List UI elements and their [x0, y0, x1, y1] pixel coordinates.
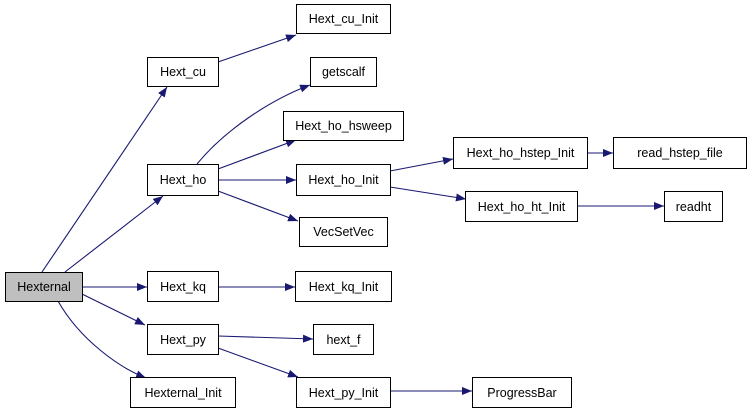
node-label: Hext_cu — [160, 65, 206, 79]
node-hext-cu[interactable]: Hext_cu — [147, 57, 219, 87]
edge-hext-cu-to-hext-cu-init — [217, 34, 297, 63]
node-label: read_hstep_file — [637, 146, 723, 160]
edge-hext-py-to-hext-f — [217, 334, 314, 343]
node-label: ProgressBar — [487, 386, 556, 400]
node-label: Hext_ho_hstep_Init — [467, 146, 575, 160]
node-label: Hext_ho — [160, 173, 207, 187]
node-hext-kq-init[interactable]: Hext_kq_Init — [295, 271, 392, 302]
node-label: Hext_ho_Init — [308, 173, 379, 187]
node-label: Hexternal_Init — [144, 386, 222, 400]
node-hext-ho-ht-init[interactable]: Hext_ho_ht_Init — [465, 191, 578, 222]
node-hexternal-init[interactable]: Hexternal_Init — [130, 377, 236, 408]
edge-hext-ho-init-to-hext-ho-ht-init — [389, 186, 467, 202]
node-read-hstep-file[interactable]: read_hstep_file — [613, 137, 747, 169]
node-hext-py[interactable]: Hext_py — [147, 324, 219, 355]
node-label: Hexternal — [17, 280, 71, 294]
node-label: hext_f — [326, 333, 361, 347]
node-hext-ho[interactable]: Hext_ho — [147, 164, 219, 196]
edge-hexternal-to-hext-ho — [64, 195, 164, 273]
node-label: Hext_kq — [160, 280, 206, 294]
edge-hext-py-to-hext-py-init — [217, 347, 299, 378]
node-label: Hext_kq_Init — [309, 280, 379, 294]
node-hext-cu-init[interactable]: Hext_cu_Init — [296, 4, 391, 34]
node-hext-ho-hsweep[interactable]: Hext_ho_hsweep — [283, 111, 404, 141]
edge-hexternal-to-hext-cu — [41, 86, 168, 273]
edge-hext-ho-to-vecsetvec — [217, 190, 299, 222]
node-getscalf[interactable]: getscalf — [310, 57, 377, 87]
node-hext-ho-hstep-init[interactable]: Hext_ho_hstep_Init — [453, 137, 588, 169]
node-hext-kq[interactable]: Hext_kq — [147, 271, 219, 302]
edge-hext-ho-init-to-hext-ho-hstep-init — [389, 156, 454, 172]
edge-hexternal-to-hexternal-init — [57, 300, 147, 379]
node-label: readht — [676, 200, 712, 214]
node-progressbar[interactable]: ProgressBar — [472, 377, 572, 408]
node-label: Hext_py_Init — [309, 386, 379, 400]
node-hext-ho-init[interactable]: Hext_ho_Init — [296, 164, 391, 196]
node-hext-f[interactable]: hext_f — [313, 324, 374, 355]
node-label: VecSetVec — [313, 225, 373, 239]
node-label: Hext_cu_Init — [309, 12, 379, 26]
node-vecsetvec[interactable]: VecSetVec — [299, 217, 388, 247]
node-hext-py-init[interactable]: Hext_py_Init — [296, 377, 391, 408]
node-label: Hext_ho_ht_Init — [478, 200, 566, 214]
node-readht[interactable]: readht — [664, 191, 723, 222]
node-label: Hext_ho_hsweep — [295, 119, 392, 133]
node-label: getscalf — [322, 65, 366, 79]
node-label: Hext_py — [160, 333, 207, 347]
node-hexternal[interactable]: Hexternal — [5, 272, 83, 302]
edge-hext-ho-to-getscalf — [196, 84, 311, 165]
edge-hext-ho-to-hext-ho-hsweep — [217, 139, 297, 170]
edge-hexternal-to-hext-py — [81, 293, 146, 326]
